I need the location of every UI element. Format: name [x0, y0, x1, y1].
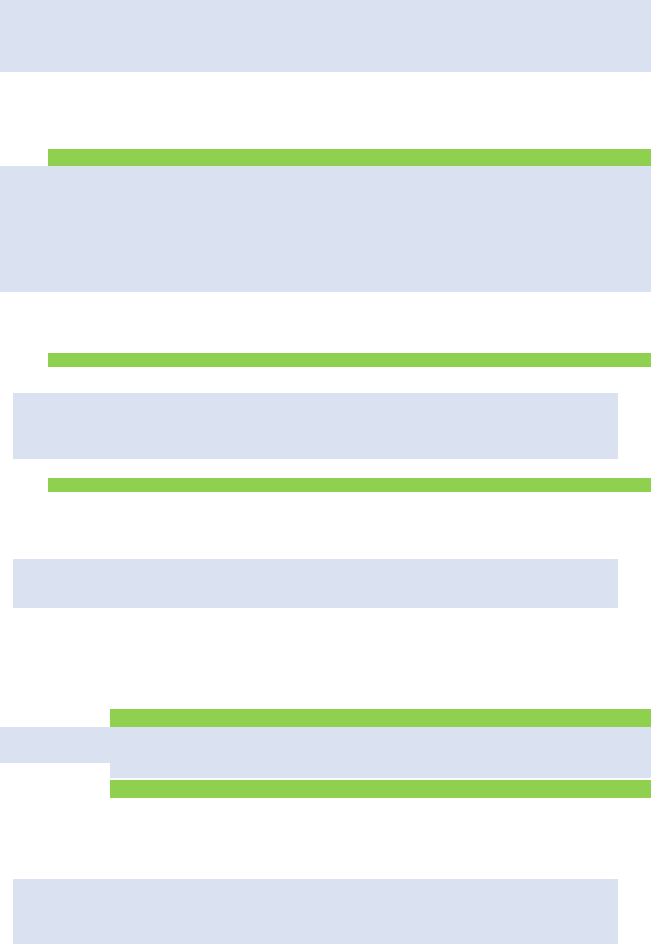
- section-divider-bar-3: [48, 478, 651, 492]
- content-panel-1: [0, 166, 651, 292]
- content-panel-5: [13, 879, 618, 944]
- content-panel-4: [0, 727, 651, 763]
- section-divider-bar-5: [110, 780, 651, 798]
- section-divider-bar-1: [48, 149, 651, 166]
- section-divider-bar-2: [48, 353, 651, 367]
- section-divider-bar-4: [110, 709, 651, 727]
- content-panel-3: [13, 559, 618, 608]
- content-panel-2: [13, 393, 618, 459]
- content-panel-4-extension: [110, 763, 651, 778]
- header-panel: [0, 0, 651, 72]
